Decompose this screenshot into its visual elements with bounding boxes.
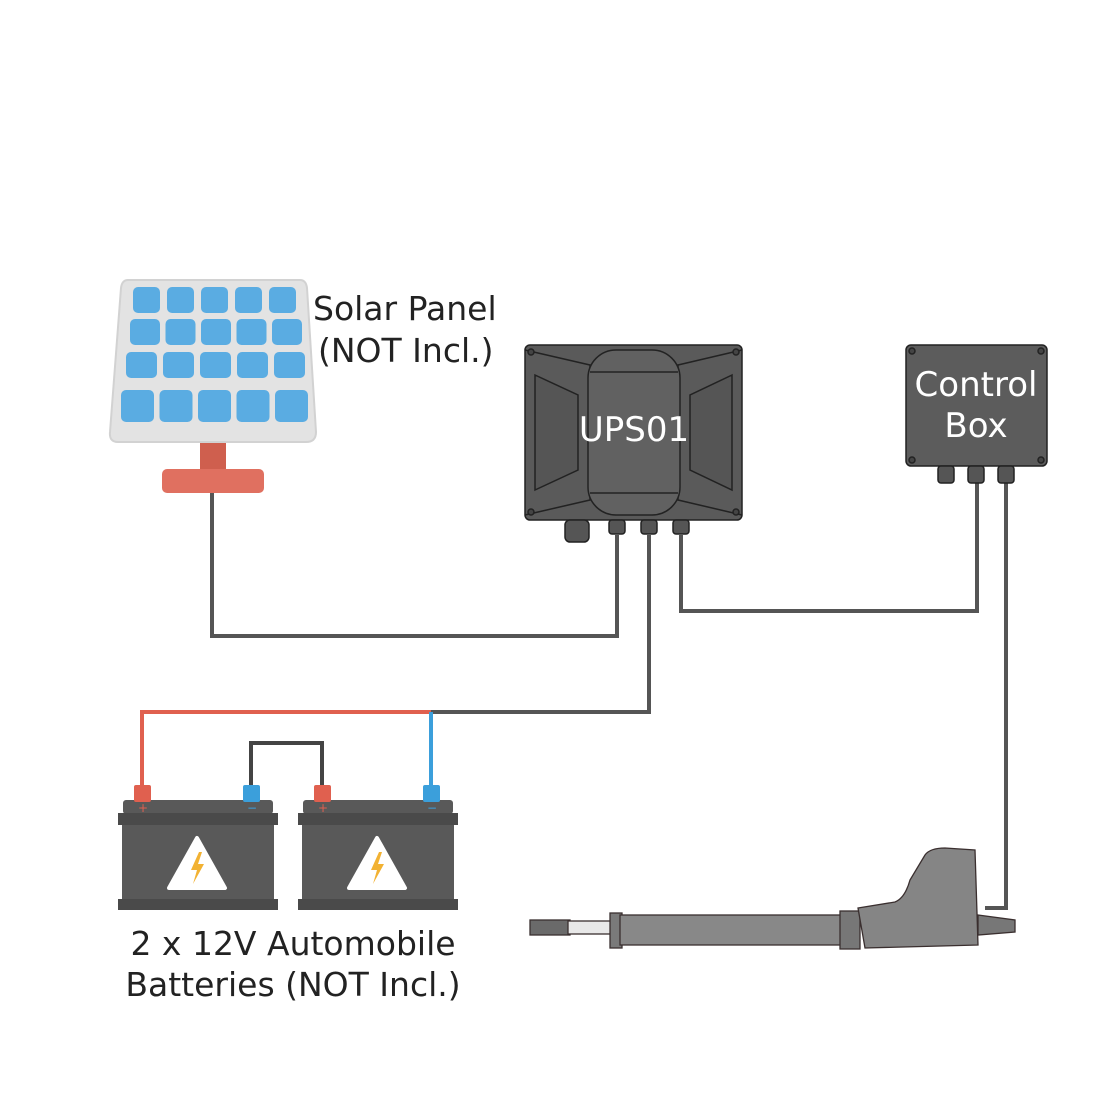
solar-cell (121, 390, 154, 422)
solar-cell (130, 319, 160, 345)
solar-cell (274, 352, 305, 378)
lightning-warning-icon (347, 836, 407, 890)
ups-label: UPS01 (579, 410, 689, 450)
negative-terminal (243, 785, 260, 802)
wires (140, 483, 1008, 910)
battery-icon: +− (298, 785, 458, 910)
solar-panel-icon (108, 279, 318, 493)
positive-terminal (314, 785, 331, 802)
ups-box-icon (524, 344, 743, 543)
negative-symbol: − (247, 801, 257, 815)
solar-cell (200, 352, 231, 378)
lightning-warning-icon (167, 836, 227, 890)
solar-cell (237, 352, 268, 378)
wire-battery-positive (140, 710, 431, 786)
solar-cell (269, 287, 296, 313)
solar-cell (235, 287, 262, 313)
positive-terminal (134, 785, 151, 802)
solar-cell (236, 319, 267, 345)
solar-cell (126, 352, 157, 378)
wire-solar-to-ups (210, 493, 619, 638)
control-box-label-line2: Box (944, 406, 1007, 446)
solar-cell (198, 390, 231, 422)
negative-terminal (423, 785, 440, 802)
wire-ups-to-battery (431, 535, 651, 714)
solar-cell (201, 287, 228, 313)
wire-battery-series-link (249, 741, 324, 786)
positive-symbol: + (318, 801, 328, 815)
negative-symbol: − (427, 801, 437, 815)
wire-control-box-to-actuator (985, 483, 1008, 910)
solar-cell (165, 319, 196, 345)
solar-cell (201, 319, 231, 345)
control-box-label-line1: Control (915, 365, 1038, 405)
control-box-icon (905, 344, 1048, 484)
positive-symbol: + (138, 801, 148, 815)
solar-cell (163, 352, 194, 378)
solar-cell (159, 390, 193, 422)
batteries-label-line1: 2 x 12V Automobile (130, 924, 455, 963)
solar-cell (133, 287, 160, 313)
linear-actuator-icon (529, 847, 1016, 950)
solar-cell (275, 390, 308, 422)
solar-cell (236, 390, 270, 422)
solar-panel-label-line2: (NOT Incl.) (318, 331, 494, 370)
battery-icon: +− (118, 785, 278, 910)
solar-cell (167, 287, 194, 313)
wire-ups-to-control-box (679, 483, 979, 613)
solar-panel-label-line1: Solar Panel (313, 289, 497, 328)
batteries-label-line2: Batteries (NOT Incl.) (125, 965, 460, 1004)
solar-cell (272, 319, 302, 345)
